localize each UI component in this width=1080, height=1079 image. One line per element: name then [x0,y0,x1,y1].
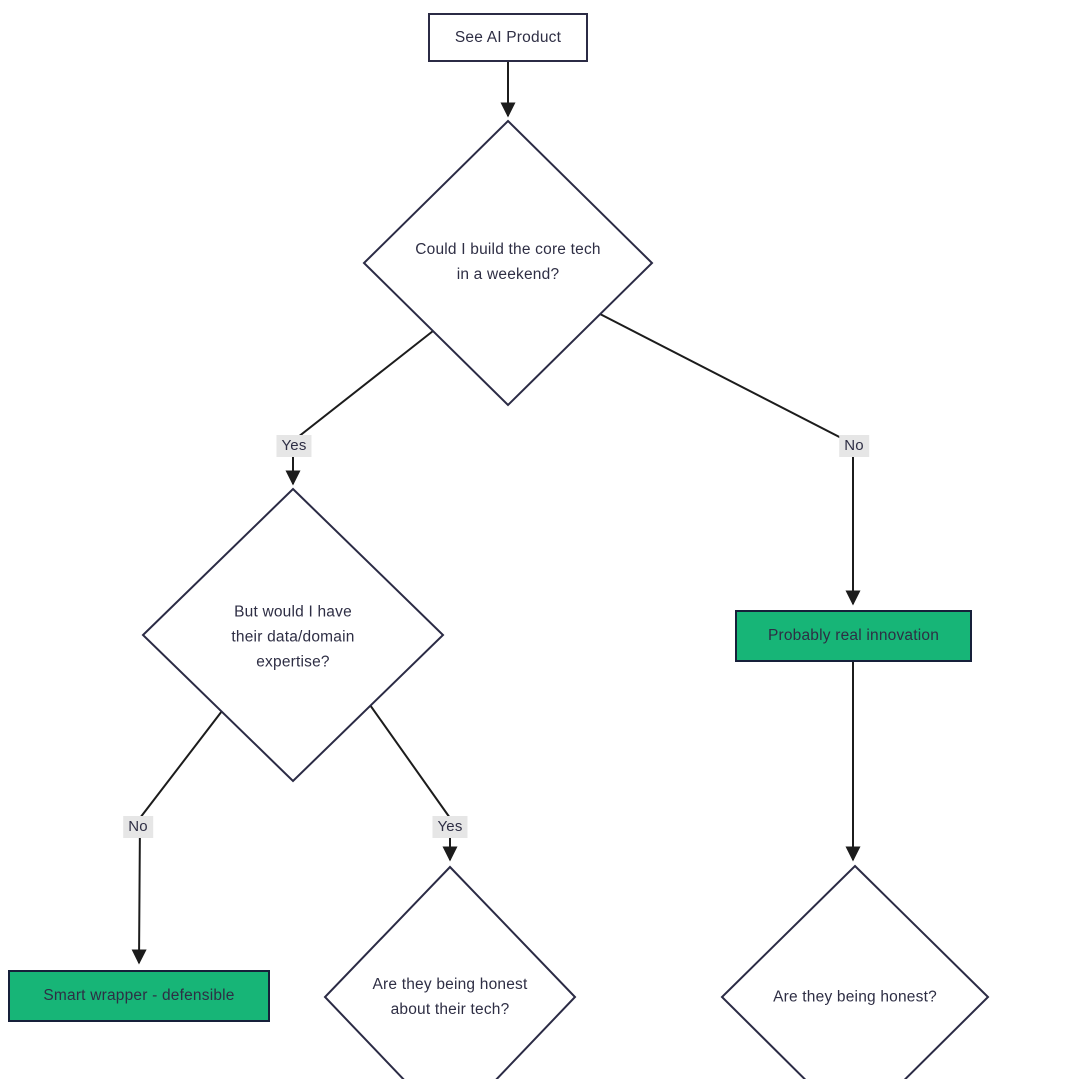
edge-label-no-d1-real-innovation: No [839,435,869,457]
decision-diamond-honest-about-tech [323,865,577,1079]
start-node: See AI Product [428,13,588,62]
decision-diamond-data-domain-expertise [141,487,445,783]
outcome-node-real-innovation: Probably real innovation [735,610,972,662]
start-node-label: See AI Product [454,28,562,46]
edge-d1-no-to-real-innovation [599,313,861,606]
edge-label-no-d2-smart-wrapper: No [123,816,153,838]
outcome-real-innovation-label: Probably real innovation [767,627,940,644]
edge-label-yes-d2-d3: Yes [432,816,468,838]
outcome-node-smart-wrapper: Smart wrapper - defensible [8,970,270,1022]
edge-label-yes-d1-d2: Yes [276,435,312,457]
decision-diamond-being-honest [720,864,990,1079]
outcome-smart-wrapper-label: Smart wrapper - defensible [43,987,235,1004]
decision-diamond-build-in-weekend [362,119,654,407]
edge-d1-yes-to-d2 [285,330,434,486]
